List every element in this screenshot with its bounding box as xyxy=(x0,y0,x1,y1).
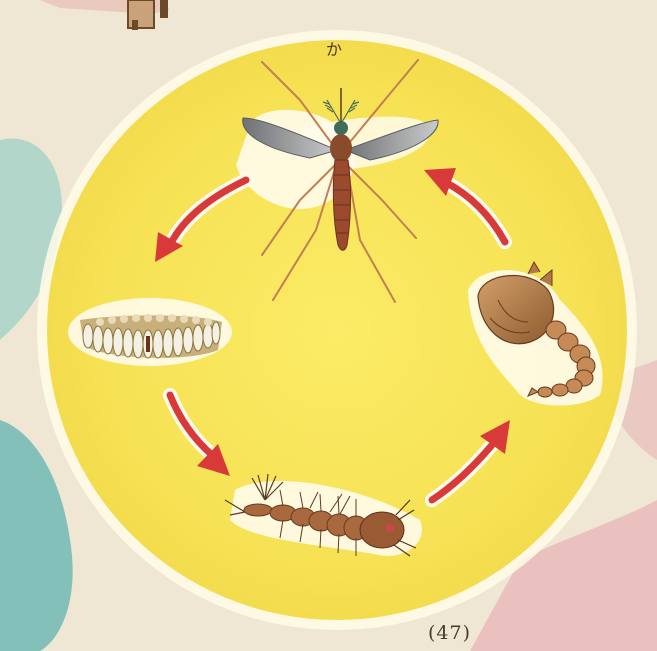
illustration-title-kana: か xyxy=(326,36,342,60)
page-number: (47) xyxy=(428,622,471,644)
egg-raft xyxy=(68,298,232,366)
